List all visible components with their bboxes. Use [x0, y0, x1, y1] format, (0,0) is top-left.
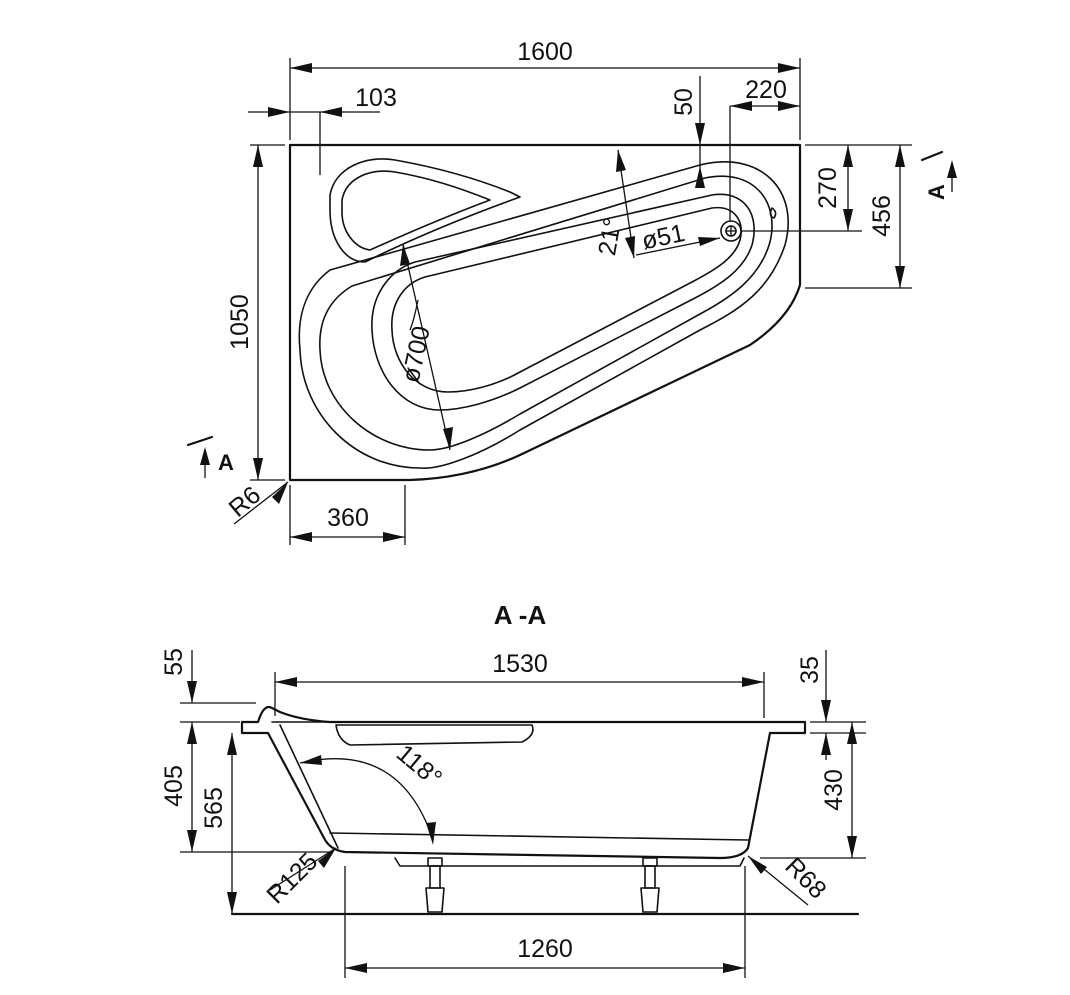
dim-right-35: 35	[796, 656, 824, 684]
dim-section-angle: 118°	[391, 739, 447, 792]
dim-angle: 21°	[593, 216, 627, 258]
section-title: A -A	[494, 600, 547, 630]
dim-left-55: 55	[160, 648, 188, 676]
dim-left-565: 565	[200, 787, 228, 829]
leg-right	[640, 857, 660, 913]
leg-left	[425, 857, 445, 913]
dim-right-height-2: 456	[868, 195, 896, 237]
tub-rim	[298, 161, 789, 469]
dim-left-offset: 103	[355, 84, 397, 112]
headrest	[329, 158, 521, 263]
tub-basin-outer	[319, 175, 773, 451]
dim-overall-height: 1050	[226, 294, 254, 350]
dim-overall-width: 1600	[517, 38, 573, 66]
tub-outline	[288, 143, 802, 482]
section-mark-top: A	[924, 184, 949, 200]
top-view: 1600 103 50 220 270 456	[186, 38, 957, 545]
tub-basin-inner	[371, 193, 755, 411]
dim-right-height-1: 270	[814, 167, 842, 209]
dim-right-430: 430	[820, 769, 848, 811]
dim-corner-radius: R6	[224, 481, 266, 523]
dim-radius-left: R125	[261, 847, 323, 909]
section-mark-bottom: A	[218, 450, 234, 475]
overflow-icon	[769, 207, 777, 219]
dim-section-top-width: 1530	[492, 650, 548, 678]
tub-section-body	[240, 705, 807, 860]
dim-left-405: 405	[160, 765, 188, 807]
section-view: A -A 1530	[160, 600, 866, 978]
drain-icon	[720, 220, 742, 242]
dim-inner-diameter: ø700	[397, 324, 436, 386]
dim-section-bottom-width: 1260	[517, 935, 573, 963]
tub-basin-floor	[391, 206, 742, 393]
dim-drain-right: 220	[745, 76, 787, 104]
dim-drain-top: 50	[670, 88, 698, 116]
dim-bottom-width: 360	[327, 504, 369, 532]
dim-radius-right: R68	[780, 852, 832, 904]
headrest-section	[335, 724, 534, 746]
headrest-inner	[341, 170, 491, 251]
